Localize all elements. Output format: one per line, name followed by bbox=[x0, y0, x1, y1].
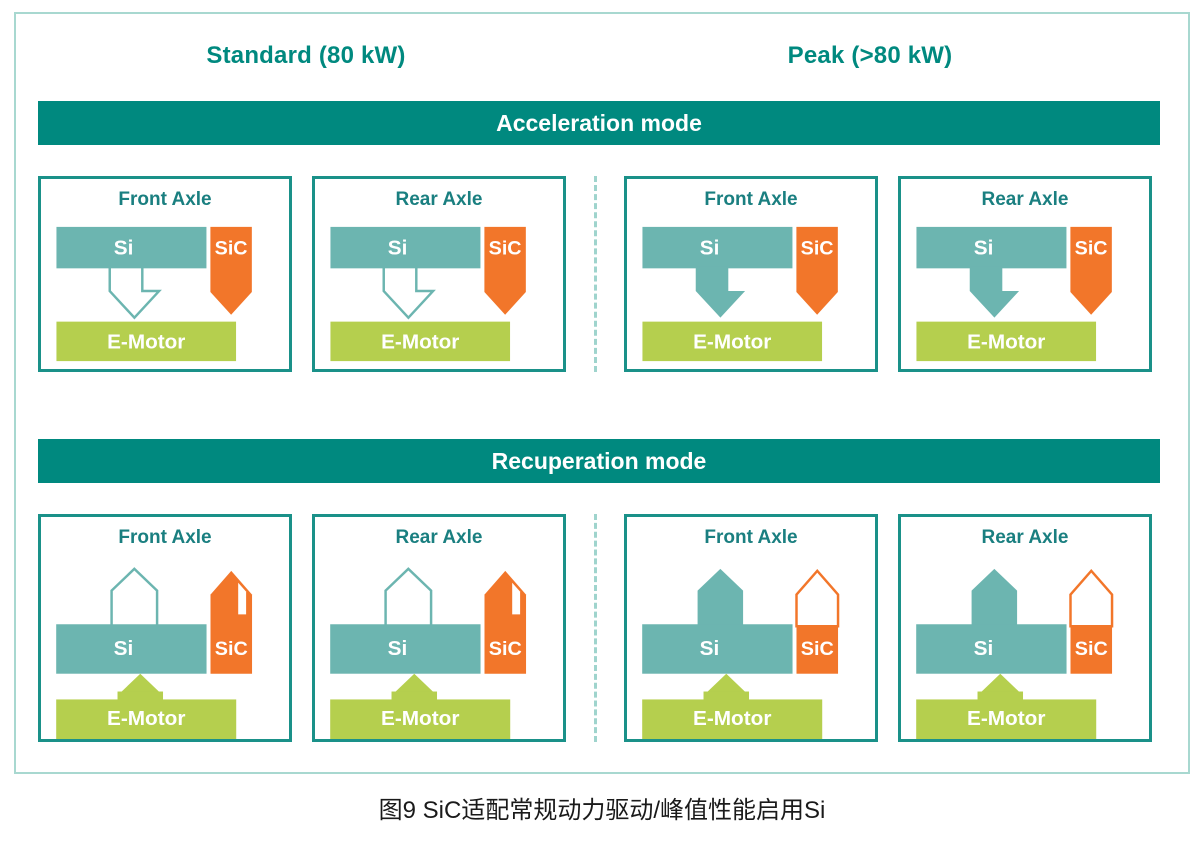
axle-title: Front Axle bbox=[704, 189, 798, 210]
panel-diagram: Si SiC E-Motor bbox=[901, 219, 1149, 369]
column-divider bbox=[566, 514, 624, 742]
label-si: Si bbox=[700, 637, 720, 660]
label-emotor: E-Motor bbox=[693, 330, 771, 353]
axle-title: Front Axle bbox=[118, 189, 212, 210]
label-emotor: E-Motor bbox=[381, 330, 459, 353]
axle-title: Rear Axle bbox=[395, 189, 483, 210]
panel-recuperation-standard-front[interactable]: Front Axle Si SiC E-Motor bbox=[38, 514, 292, 742]
mode-bar-recuperation: Recuperation mode bbox=[38, 439, 1160, 483]
panel-recuperation-peak-front[interactable]: Front Axle Si SiC E-Motor bbox=[624, 514, 878, 742]
label-si: Si bbox=[114, 237, 134, 260]
label-si: Si bbox=[114, 637, 134, 660]
label-sic: SiC bbox=[215, 238, 248, 260]
panel-gap bbox=[878, 514, 898, 742]
panel-acceleration-peak-front[interactable]: Front Axle Si SiC E-Motor bbox=[624, 176, 878, 372]
axle-title: Front Axle bbox=[704, 527, 798, 548]
label-emotor: E-Motor bbox=[967, 330, 1045, 353]
column-divider bbox=[566, 176, 624, 372]
column-header-peak: Peak (>80 kW) bbox=[787, 42, 953, 69]
label-si: Si bbox=[388, 237, 408, 260]
panel-acceleration-standard-rear[interactable]: Rear Axle Si SiC E-Motor bbox=[312, 176, 566, 372]
mode-bar-acceleration: Acceleration mode bbox=[38, 101, 1160, 145]
panel-row-recuperation: Front Axle Si SiC E-Motor Rear Axle bbox=[38, 514, 1160, 742]
label-si: Si bbox=[700, 237, 720, 260]
label-si: Si bbox=[388, 637, 408, 660]
panel-gap bbox=[878, 176, 898, 372]
panel-row-acceleration: Front Axle Si SiC E-Motor Rear Axle bbox=[38, 176, 1160, 372]
label-sic: SiC bbox=[801, 238, 834, 260]
panel-diagram: Si SiC E-Motor bbox=[41, 219, 289, 369]
panel-acceleration-standard-front[interactable]: Front Axle Si SiC E-Motor bbox=[38, 176, 292, 372]
label-sic: SiC bbox=[1075, 638, 1108, 660]
panel-diagram: Si SiC E-Motor bbox=[41, 557, 289, 739]
panel-gap bbox=[292, 514, 312, 742]
label-emotor: E-Motor bbox=[107, 330, 185, 353]
label-sic: SiC bbox=[489, 238, 522, 260]
column-header-standard: Standard (80 kW) bbox=[206, 42, 406, 69]
panel-recuperation-peak-rear[interactable]: Rear Axle Si SiC E-Motor bbox=[898, 514, 1152, 742]
panel-diagram: Si SiC E-Motor bbox=[315, 219, 563, 369]
panel-diagram: Si SiC E-Motor bbox=[901, 557, 1149, 739]
panel-recuperation-standard-rear[interactable]: Rear Axle Si SiC E-Motor bbox=[312, 514, 566, 742]
label-emotor: E-Motor bbox=[967, 707, 1045, 730]
label-emotor: E-Motor bbox=[693, 707, 771, 730]
panel-diagram: Si SiC E-Motor bbox=[627, 557, 875, 739]
axle-title: Front Axle bbox=[118, 527, 212, 548]
column-headers: Standard (80 kW) Peak (>80 kW) bbox=[24, 30, 1152, 82]
label-sic: SiC bbox=[215, 638, 248, 660]
label-sic: SiC bbox=[489, 638, 522, 660]
label-emotor: E-Motor bbox=[381, 707, 459, 730]
label-sic: SiC bbox=[1075, 238, 1108, 260]
label-sic: SiC bbox=[801, 638, 834, 660]
panel-acceleration-peak-rear[interactable]: Rear Axle Si SiC E-Motor bbox=[898, 176, 1152, 372]
label-si: Si bbox=[974, 637, 994, 660]
axle-title: Rear Axle bbox=[981, 527, 1069, 548]
divider-line bbox=[593, 514, 597, 742]
panel-diagram: Si SiC E-Motor bbox=[627, 219, 875, 369]
panel-gap bbox=[292, 176, 312, 372]
divider-line bbox=[593, 176, 597, 372]
label-si: Si bbox=[974, 237, 994, 260]
axle-title: Rear Axle bbox=[981, 189, 1069, 210]
figure-caption: 图9 SiC适配常规动力驱动/峰值性能启用Si bbox=[378, 797, 826, 824]
label-emotor: E-Motor bbox=[107, 707, 185, 730]
axle-title: Rear Axle bbox=[395, 527, 483, 548]
panel-diagram: Si SiC E-Motor bbox=[315, 557, 563, 739]
